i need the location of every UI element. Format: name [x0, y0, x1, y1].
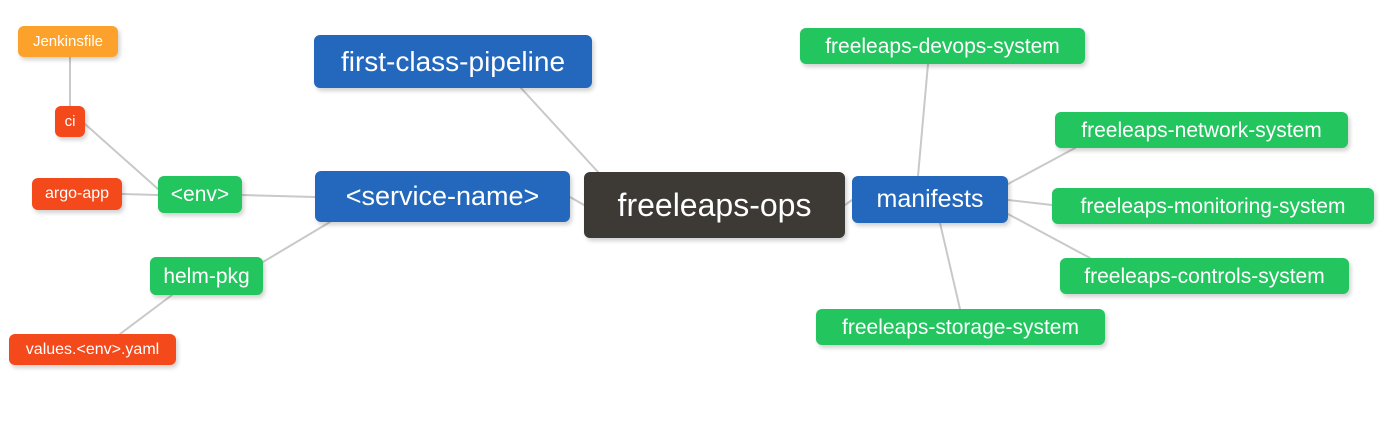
node-label-values-yaml: values.<env>.yaml [25, 340, 160, 358]
edge-service-name-to-helm-pkg [262, 221, 331, 263]
edge-manifests-to-freeleaps-monitoring-system [1007, 199, 1053, 206]
node-label-jenkinsfile: Jenkinsfile [32, 33, 104, 50]
edge-env-to-argo-app [121, 193, 159, 196]
mindmap-node-jenkinsfile[interactable]: Jenkinsfile [18, 26, 118, 57]
edge-helm-pkg-to-values-yaml [119, 294, 173, 335]
node-label-env: <env> [170, 183, 230, 206]
node-label-freeleaps-devops-system: freeleaps-devops-system [825, 34, 1060, 58]
node-label-argo-app: argo-app [44, 185, 110, 202]
node-label-freeleaps-storage-system: freeleaps-storage-system [842, 315, 1079, 339]
node-label-freeleaps-controls-system: freeleaps-controls-system [1084, 264, 1325, 288]
mindmap-node-service-name[interactable]: <service-name> [315, 171, 570, 222]
edge-manifests-to-freeleaps-network-system [1007, 147, 1076, 185]
mindmap-node-freeleaps-devops-system[interactable]: freeleaps-devops-system [800, 28, 1085, 64]
mindmap-node-manifests[interactable]: manifests [852, 176, 1008, 223]
mindmap-node-freeleaps-network-system[interactable]: freeleaps-network-system [1055, 112, 1348, 148]
edge-manifests-to-freeleaps-devops-system [917, 63, 929, 177]
mindmap-node-freeleaps-controls-system[interactable]: freeleaps-controls-system [1060, 258, 1349, 294]
node-label-ci: ci [64, 113, 76, 130]
edge-freeleaps-ops-to-manifests [844, 199, 853, 206]
edge-service-name-to-env [241, 194, 316, 198]
mindmap-node-ci[interactable]: ci [55, 106, 85, 137]
edge-freeleaps-ops-to-service-name [569, 196, 585, 206]
mindmap-node-argo-app[interactable]: argo-app [32, 178, 122, 210]
node-label-freeleaps-monitoring-system: freeleaps-monitoring-system [1080, 194, 1346, 218]
node-label-manifests: manifests [876, 185, 984, 213]
mindmap-node-values-yaml[interactable]: values.<env>.yaml [9, 334, 176, 365]
node-label-first-class-pipeline: first-class-pipeline [340, 45, 566, 77]
node-label-helm-pkg: helm-pkg [163, 264, 250, 288]
node-label-freeleaps-network-system: freeleaps-network-system [1081, 118, 1322, 142]
edge-first-class-pipeline-to-freeleaps-ops [520, 87, 599, 173]
node-label-freeleaps-ops: freeleaps-ops [617, 187, 812, 223]
node-label-service-name: <service-name> [345, 181, 540, 211]
mindmap-node-first-class-pipeline[interactable]: first-class-pipeline [314, 35, 592, 88]
mindmap-node-freeleaps-ops[interactable]: freeleaps-ops [584, 172, 845, 238]
mindmap-node-helm-pkg[interactable]: helm-pkg [150, 257, 263, 295]
mindmap-node-freeleaps-monitoring-system[interactable]: freeleaps-monitoring-system [1052, 188, 1374, 224]
mindmap-node-freeleaps-storage-system[interactable]: freeleaps-storage-system [816, 309, 1105, 345]
edge-manifests-to-freeleaps-storage-system [939, 222, 961, 310]
mindmap-node-env[interactable]: <env> [158, 176, 242, 213]
